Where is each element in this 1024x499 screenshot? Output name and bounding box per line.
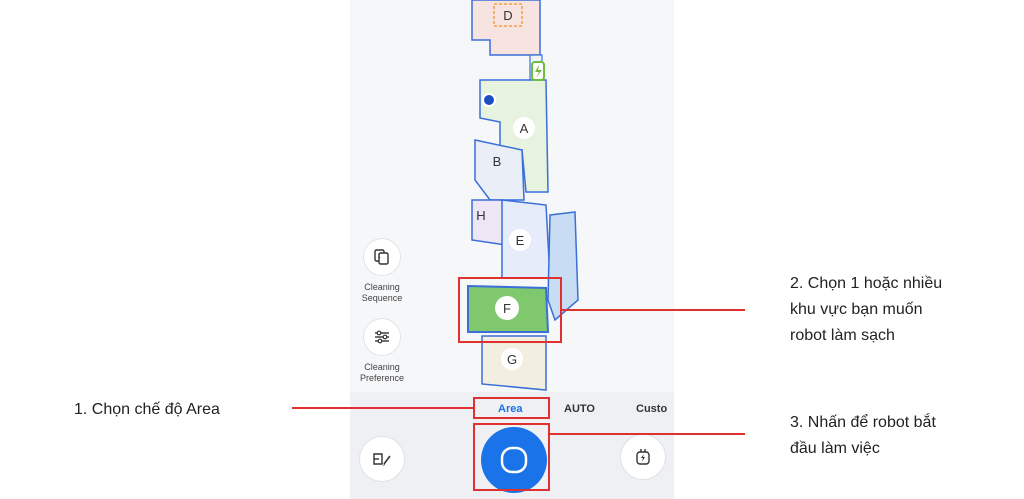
annotation-step-3-line-2: đầu làm việc: [790, 440, 880, 457]
tab-custom[interactable]: Custo: [636, 403, 668, 415]
annotation-step-2-line-1: 2. Chọn 1 hoặc nhiều: [790, 275, 943, 292]
annotation-step-2-line-3: robot làm sạch: [790, 327, 895, 344]
annotation-step-3-line-1: 3. Nhấn để robot bắt: [790, 414, 936, 431]
room-e-badge: [509, 229, 531, 251]
mode-tabs: Area AUTO Custo: [350, 392, 674, 422]
room-label-g: G: [507, 352, 517, 367]
room-label-h: H: [476, 208, 485, 223]
bottom-action-bar: [350, 422, 674, 499]
tab-auto[interactable]: AUTO: [564, 403, 595, 415]
room-label-b: B: [493, 154, 502, 169]
return-to-dock-icon: [636, 449, 650, 465]
room-a-badge: [513, 117, 535, 139]
charging-bolt-icon: [535, 65, 542, 78]
cleaning-sequence-icon: 1: [363, 238, 401, 276]
svg-text:1: 1: [378, 254, 382, 260]
room-g-badge: [501, 348, 523, 370]
room-label-e: E: [516, 233, 525, 248]
tab-area[interactable]: Area: [498, 403, 523, 415]
cleaning-sequence-label: Cleaning Sequence: [361, 282, 403, 303]
room-d-area[interactable]: [471, 0, 541, 56]
edit-map-icon: [373, 453, 391, 466]
balcony-area: [547, 211, 579, 322]
cleaning-sequence-button[interactable]: 1 Cleaning Sequence: [350, 238, 414, 304]
cleaning-preference-icon: [363, 318, 401, 356]
room-label-a: A: [520, 121, 529, 136]
edit-map-button[interactable]: [359, 436, 405, 482]
robot-app-screen: D A B H E F G 1 Cleaning Sequence Cleani…: [350, 0, 674, 499]
cleaning-preference-label: Cleaning Preference: [359, 362, 405, 383]
floor-map[interactable]: D A B H E F G: [350, 0, 674, 392]
room-b-area[interactable]: [474, 139, 525, 201]
start-cleaning-button[interactable]: [481, 427, 547, 493]
cleaning-preference-button[interactable]: Cleaning Preference: [350, 318, 414, 384]
room-label-f: F: [503, 301, 511, 316]
annotation-step-1: 1. Chọn chế độ Area: [74, 401, 220, 418]
room-label-d: D: [503, 8, 512, 23]
robot-position-icon: [482, 93, 496, 107]
start-cleaning-icon: [500, 446, 528, 474]
return-to-dock-button[interactable]: [620, 434, 666, 480]
annotation-step-2-line-2: khu vực bạn muốn: [790, 301, 923, 318]
